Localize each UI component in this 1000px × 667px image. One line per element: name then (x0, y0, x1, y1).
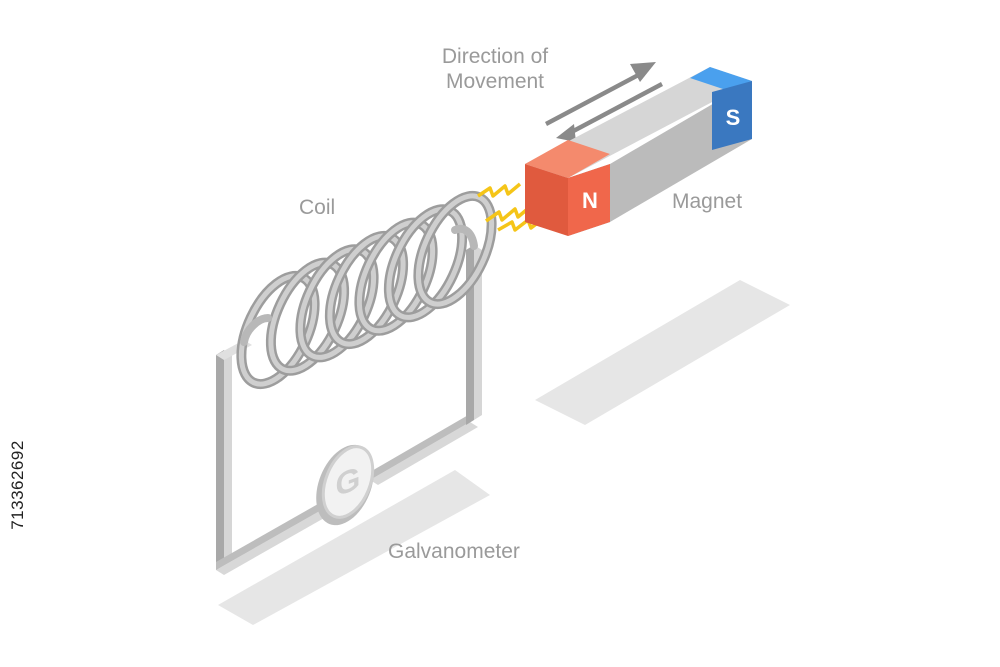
circuit-shadow (218, 470, 490, 625)
arrow-right-icon (545, 62, 656, 126)
coil (236, 190, 497, 390)
coil-label: Coil (299, 196, 336, 219)
north-pole-face (568, 164, 610, 236)
galvanometer-label: Galvanometer (388, 540, 520, 563)
magnet-label: Magnet (672, 190, 743, 213)
bar-magnet: N S (525, 67, 752, 236)
coil-turn-highlight (415, 193, 495, 307)
direction-label-line2: Movement (445, 70, 545, 94)
south-pole-face (712, 81, 752, 150)
galvanometer: G (316, 444, 375, 526)
south-pole-label: S (726, 105, 741, 130)
coil-lead-wire (451, 224, 478, 250)
coil-lead-wire (240, 314, 272, 346)
arrow-left-icon (556, 82, 663, 142)
north-pole-label: N (582, 188, 598, 213)
north-pole-top (525, 140, 610, 178)
north-pole-side (525, 164, 568, 236)
magnetic-field-sparks (477, 182, 546, 232)
stock-id-watermark: 713362692 (8, 440, 27, 530)
direction-label-line1: Direction of (441, 45, 549, 68)
magnet-shadow (535, 280, 790, 425)
direction-arrows (545, 62, 663, 142)
direction-of-movement-label: Direction of Movement (420, 44, 570, 94)
circuit-wire (216, 245, 482, 575)
